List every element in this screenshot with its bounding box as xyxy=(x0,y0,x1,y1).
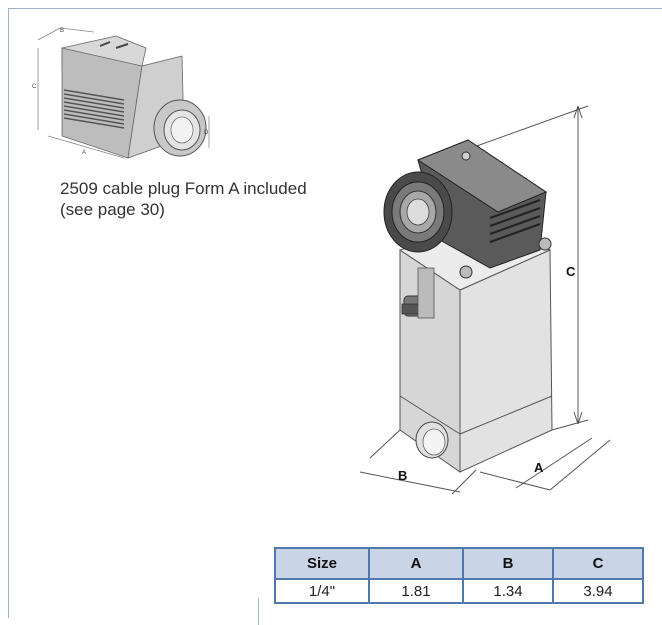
table-header-row: Size A B C xyxy=(274,547,644,580)
valve-dim-c: C xyxy=(566,264,576,279)
caption-line-1: 2509 cable plug Form A included xyxy=(60,179,307,198)
header-a: A xyxy=(368,547,464,580)
table-row: 1/4" 1.81 1.34 3.94 xyxy=(274,578,644,604)
cell-a: 1.81 xyxy=(368,578,464,604)
plug-dim-a: A xyxy=(82,150,86,156)
cell-b: 1.34 xyxy=(462,578,554,604)
valve-dim-a: A xyxy=(534,460,544,475)
plug-dim-c: C xyxy=(32,84,37,90)
cell-c: 3.94 xyxy=(552,578,644,604)
plug-dim-b: B xyxy=(60,28,64,34)
cable-plug-drawing: B C A D xyxy=(32,27,210,159)
valve-drawing: C B A xyxy=(359,105,611,495)
cell-size: 1/4" xyxy=(274,578,370,604)
caption-line-2: (see page 30) xyxy=(60,200,165,219)
header-size: Size xyxy=(274,547,370,580)
plug-dim-d: D xyxy=(204,130,209,136)
header-c: C xyxy=(552,547,644,580)
divider-line xyxy=(258,598,259,625)
valve-dim-b: B xyxy=(398,468,407,483)
frame-top-border xyxy=(8,8,662,9)
frame-left-border xyxy=(8,8,9,618)
header-b: B xyxy=(462,547,554,580)
dimensions-table: Size A B C 1/4" 1.81 1.34 3.94 xyxy=(274,547,644,604)
plug-caption: 2509 cable plug Form A included (see pag… xyxy=(60,178,307,220)
